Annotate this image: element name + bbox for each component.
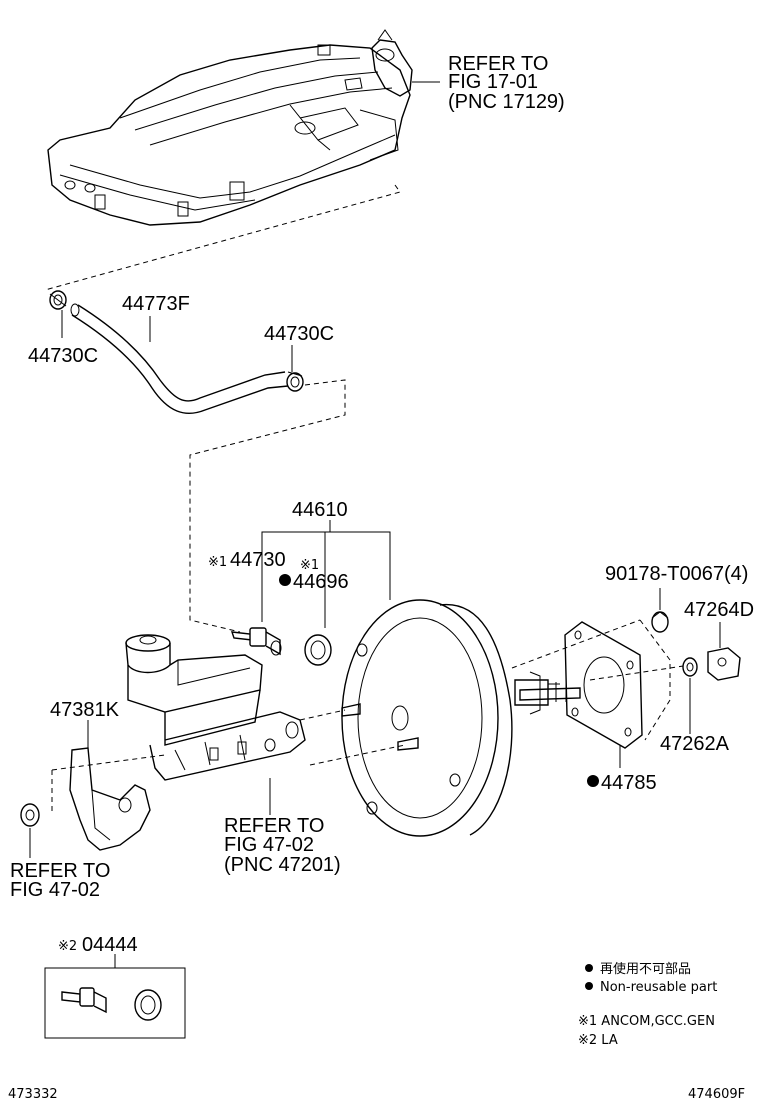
bushing-47262A [682,657,698,677]
label-refer-47-02-mid-line3: (PNC 47201) [224,854,341,876]
label-47381K: 47381K [50,699,120,721]
kit-grommet [134,989,162,1021]
footer-right-code: 474609F [688,1087,745,1102]
master-cylinder-drawing [125,634,306,781]
hose-clamp-right [286,371,304,392]
mark-44730: ※1 [208,555,227,570]
label-47264D: 47264D [684,599,754,621]
label-04444: 04444 [82,934,138,956]
brake-booster-44610 [341,599,581,837]
intake-manifold-drawing [47,29,413,226]
flange-nut-left [20,803,40,827]
vacuum-hose-drawing [70,303,289,414]
legend-dot-jp [585,964,593,972]
kit-check-valve [61,987,107,1014]
label-refer-47-02-left-line2: FIG 47-02 [10,879,100,901]
mark-44696: ※1 [300,558,319,573]
label-refer-17-01-line2: FIG 17-01 [448,71,538,93]
leader-44610 [261,520,391,628]
connection-line-manifold [44,184,401,291]
kit-box-04444 [44,967,186,1039]
legend-note-2: ※2 LA [578,1033,618,1048]
label-refer-47-02-mid-line1: REFER TO [224,815,324,837]
footer-left-code: 473332 [8,1087,58,1102]
label-44773F: 44773F [122,293,190,315]
assembly-guide-lines [51,709,406,812]
legend-dot-en [585,982,593,990]
non-reusable-dot-44696 [279,574,291,586]
check-valve-44730 [230,627,282,656]
label-44610: 44610 [292,499,348,521]
legend-note-1: ※1 ANCOM,GCC.GEN [578,1014,715,1029]
label-44730: 44730 [230,549,286,571]
legend-non-reusable-jp: 再使用不可部品 [600,961,691,977]
non-reusable-dot-44785 [587,775,599,787]
label-44785: 44785 [601,772,657,794]
connection-line-hose [189,379,346,633]
label-refer-17-01-line3: (PNC 17129) [448,91,565,113]
bracket-47381K [69,747,151,851]
label-44730C-left: 44730C [28,345,98,367]
label-44730C-right: 44730C [264,323,334,345]
grommet-44696 [304,634,332,666]
nut-90178 [651,611,669,633]
mounting-guide-lines [511,619,691,741]
label-47262A: 47262A [660,733,730,755]
label-refer-47-02-left-line1: REFER TO [10,860,110,882]
hose-clamp-left [49,290,67,310]
mark-04444: ※2 [58,939,77,954]
gasket-44785 [564,621,643,749]
clevis-47264D [707,647,741,681]
label-44696: 44696 [293,571,349,593]
legend-non-reusable-en: Non-reusable part [600,980,717,995]
label-90178: 90178-T0067(4) [605,563,748,585]
label-refer-47-02-mid-line2: FIG 47-02 [224,834,314,856]
label-refer-17-01-line1: REFER TO [448,53,548,75]
